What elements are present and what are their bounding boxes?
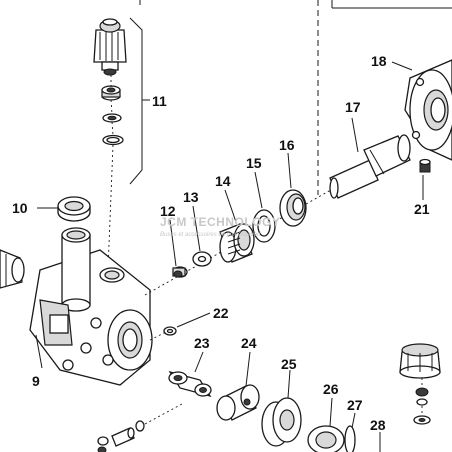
knob-part [93,18,127,76]
bottom-small-parts [97,420,145,452]
eccentric-part [216,384,260,421]
callout-16: 16 [279,137,295,153]
callout-18: 18 [371,53,387,69]
callout-12: 12 [160,203,176,219]
callout-labels: 11 10 9 12 13 14 15 16 17 18 21 22 23 24… [12,53,430,433]
watermark-brand: JCM TECHNOLOGY [160,215,280,229]
callout-24: 24 [241,335,257,351]
callout-26: 26 [323,381,339,397]
knob-right-part [399,343,441,425]
watermark: JCM TECHNOLOGY Buses et accessoires de p… [160,215,280,238]
callout-21: 21 [414,201,430,217]
seal-part [279,189,307,227]
callout-11: 11 [152,93,167,109]
washer-13-part [192,251,212,267]
disc-25-part [261,397,302,447]
nut-part [101,85,121,101]
flange-part [404,59,452,161]
o-ring-22-part [163,326,177,336]
screw-21-part [419,158,431,173]
callout-27: 27 [347,397,363,413]
ring-27-part [344,425,356,452]
callout-13: 13 [183,189,199,205]
callout-14: 14 [215,173,231,189]
ring-15-part [252,209,276,243]
bearing-part [219,223,255,263]
callout-28: 28 [370,417,386,433]
callout-17: 17 [345,99,361,115]
callout-15: 15 [246,155,262,171]
bracket-11 [129,17,150,185]
callout-25: 25 [281,356,297,372]
nipple-part [172,266,188,278]
watermark-tagline: Buses et accessoires de pulvérisation [160,232,261,238]
o-ring-part [102,134,124,146]
callout-22: 22 [213,305,229,321]
cap-part [57,196,91,222]
callout-9: 9 [32,373,40,389]
link-part [168,370,212,398]
frame-lines [139,0,452,195]
pump-housing-part [29,227,153,386]
left-fitting-part [0,249,25,289]
diaphragm-part [307,425,345,452]
shaft-part [329,134,411,199]
callout-23: 23 [194,335,210,351]
callout-10: 10 [12,200,28,216]
washer-part [102,113,122,123]
